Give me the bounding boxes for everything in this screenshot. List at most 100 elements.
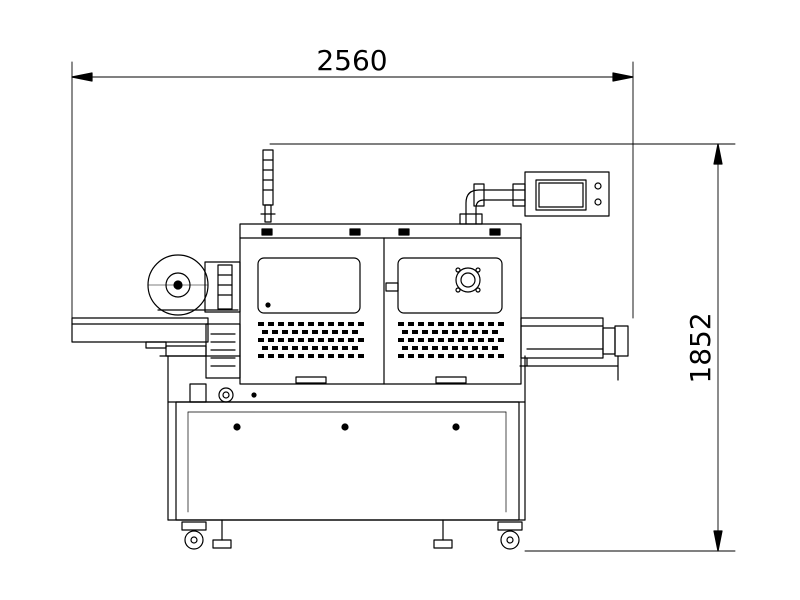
vent-slot — [328, 322, 334, 326]
vent-slot — [418, 354, 424, 358]
film-roll-icon — [147, 254, 241, 316]
vent-slot — [452, 346, 458, 350]
vent-slot — [432, 346, 438, 350]
vent-slot — [438, 322, 444, 326]
vent-slot — [482, 330, 488, 334]
vent-slot — [308, 338, 314, 342]
vent-slot — [488, 322, 494, 326]
vent-slot — [288, 354, 294, 358]
outfeed-conveyor — [519, 317, 629, 381]
vent-slot — [458, 338, 464, 342]
arrowhead-right-icon — [612, 72, 634, 82]
control-panel-icon — [524, 171, 610, 217]
vent-slot — [282, 346, 288, 350]
vent-slot — [412, 346, 418, 350]
vent-slot — [438, 338, 444, 342]
vent-slot — [312, 330, 318, 334]
vent-slot — [318, 354, 324, 358]
arrowhead-left-icon — [71, 72, 93, 82]
vent-slot — [428, 354, 434, 358]
vent-slot — [492, 330, 498, 334]
vent-slot — [472, 346, 478, 350]
vent-slot — [468, 338, 474, 342]
vent-slot — [418, 322, 424, 326]
vent-slot — [288, 338, 294, 342]
foot-middle-icon — [433, 519, 453, 549]
vent-slot — [428, 322, 434, 326]
vent-slot — [432, 330, 438, 334]
arrowhead-bottom-icon — [713, 530, 723, 552]
vent-slot — [468, 322, 474, 326]
upper-cabinet — [239, 223, 522, 385]
vent-slot — [298, 322, 304, 326]
vent-slot — [412, 330, 418, 334]
vent-slot — [442, 346, 448, 350]
vent-slot — [302, 346, 308, 350]
lever-handle — [260, 149, 276, 223]
vent-slot — [338, 338, 344, 342]
vent-slot — [472, 330, 478, 334]
vent-slot — [352, 330, 358, 334]
vent-slot — [328, 354, 334, 358]
vent-slot — [268, 322, 274, 326]
wheel-right-icon — [497, 521, 523, 550]
vent-slot — [498, 322, 504, 326]
vent-slot — [318, 322, 324, 326]
right-vent-grille — [398, 322, 504, 358]
vent-slot — [442, 330, 448, 334]
vent-slot — [452, 330, 458, 334]
width-dimension-label: 2560 — [316, 44, 387, 77]
vent-slot — [298, 338, 304, 342]
vent-slot — [328, 338, 334, 342]
vent-slot — [348, 338, 354, 342]
vent-slot — [348, 322, 354, 326]
vent-slot — [268, 338, 274, 342]
vent-slot — [282, 330, 288, 334]
vent-slot — [398, 354, 404, 358]
vent-slot — [448, 322, 454, 326]
vent-slot — [308, 322, 314, 326]
infeed-conveyor — [71, 317, 241, 357]
vent-slot — [348, 354, 354, 358]
vent-slot — [358, 338, 364, 342]
vent-slot — [358, 354, 364, 358]
vent-slot — [338, 322, 344, 326]
vent-slot — [398, 322, 404, 326]
right-door — [385, 257, 504, 384]
vent-slot — [258, 338, 264, 342]
left-door — [257, 257, 364, 384]
vent-slot — [402, 330, 408, 334]
vent-slot — [298, 354, 304, 358]
vent-slot — [408, 338, 414, 342]
vent-slot — [492, 346, 498, 350]
vent-slot — [278, 322, 284, 326]
vent-slot — [302, 330, 308, 334]
left-control-column — [189, 323, 257, 403]
vent-slot — [458, 322, 464, 326]
vent-slot — [292, 330, 298, 334]
vent-slot — [338, 354, 344, 358]
vent-slot — [292, 346, 298, 350]
vent-slot — [352, 346, 358, 350]
vent-slot — [422, 346, 428, 350]
vent-slot — [408, 322, 414, 326]
caster-wheels — [181, 519, 523, 550]
vent-slot — [322, 330, 328, 334]
foot-left-icon — [212, 519, 232, 549]
vent-slot — [258, 354, 264, 358]
vent-slot — [272, 346, 278, 350]
vent-slot — [342, 346, 348, 350]
vent-slot — [408, 354, 414, 358]
vent-slot — [478, 322, 484, 326]
air-pipe — [459, 183, 526, 225]
vent-slot — [448, 338, 454, 342]
vent-slot — [332, 330, 338, 334]
arrowhead-top-icon — [713, 143, 723, 165]
vent-slot — [322, 346, 328, 350]
vent-slot — [482, 346, 488, 350]
vent-slot — [462, 346, 468, 350]
vent-slot — [332, 346, 338, 350]
vent-slot — [428, 338, 434, 342]
height-dimension — [269, 143, 736, 552]
